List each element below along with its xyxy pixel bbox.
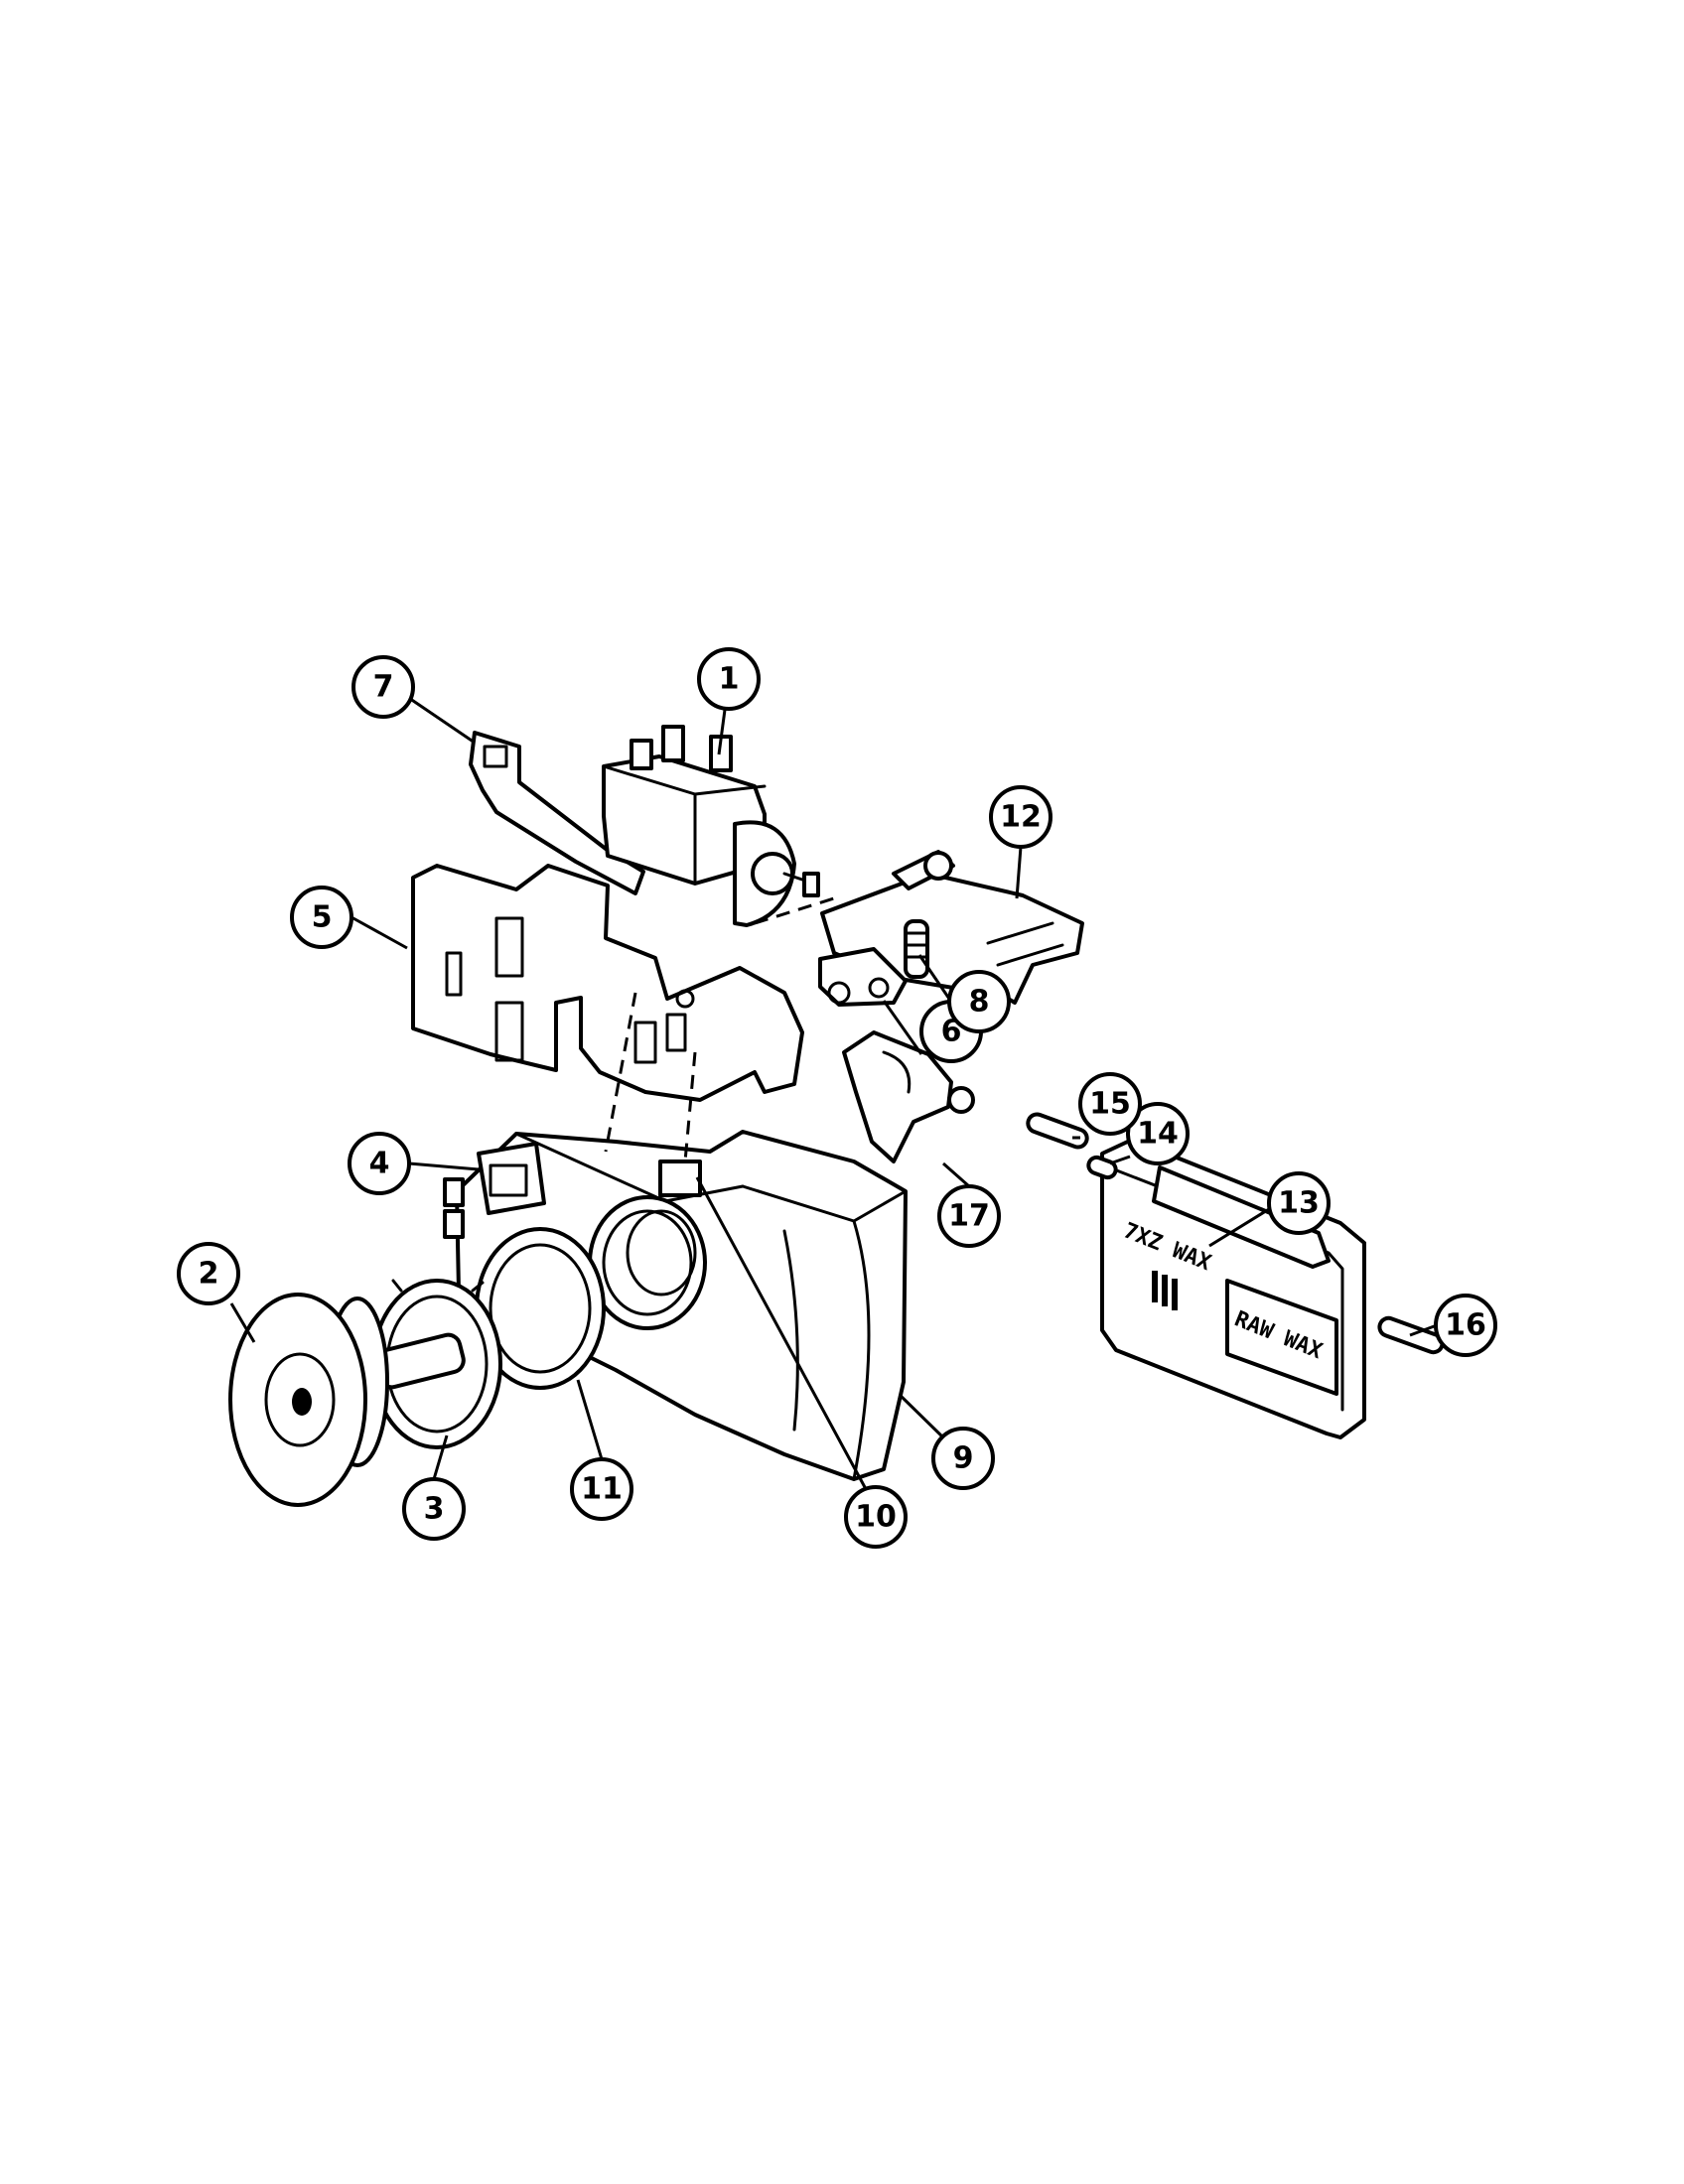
callout-9-label: 9: [953, 1441, 974, 1476]
callout-1-label: 1: [719, 662, 740, 697]
part-4-switch-button: [443, 1142, 546, 1239]
part-5-mounting-plate: [411, 864, 804, 1102]
callout-3: 3: [402, 1477, 466, 1541]
part-13-panel: 7XZ WAX RAW WAX: [1100, 1138, 1366, 1439]
callout-4: 4: [348, 1132, 411, 1195]
callout-16-label: 16: [1445, 1308, 1486, 1343]
part-1-switch: [602, 725, 820, 927]
callout-7: 7: [351, 655, 415, 719]
callout-4-label: 4: [369, 1147, 390, 1181]
part-14-pin: [1086, 1155, 1118, 1180]
callout-15: 15: [1078, 1072, 1142, 1136]
callout-5: 5: [290, 886, 353, 949]
callout-15-label: 15: [1089, 1087, 1131, 1122]
callout-12: 12: [989, 785, 1052, 849]
part-6-slide-plate: [818, 947, 908, 1007]
callout-9: 9: [931, 1427, 995, 1490]
part-9-main-housing: [455, 1130, 908, 1481]
part-7-bracket-strip: [469, 731, 645, 895]
callout-2: 2: [177, 1242, 240, 1305]
callout-8-label: 8: [969, 985, 990, 1020]
callout-13: 13: [1267, 1171, 1331, 1235]
callout-14: 14: [1126, 1102, 1190, 1165]
leader-lines: [229, 688, 1438, 1490]
callout-7-label: 7: [373, 670, 394, 705]
part-15-pin: [1026, 1112, 1089, 1150]
callout-16: 16: [1434, 1294, 1497, 1357]
part-8-spring: [904, 919, 929, 979]
callout-1: 1: [697, 647, 761, 711]
callout-17-label: 17: [948, 1199, 990, 1234]
callout-8: 8: [947, 970, 1011, 1033]
callout-13-label: 13: [1278, 1186, 1320, 1221]
callout-17: 17: [937, 1184, 1001, 1248]
callout-14-label: 14: [1137, 1117, 1179, 1152]
callout-12-label: 12: [1000, 800, 1042, 835]
callout-11-label: 11: [581, 1472, 623, 1507]
callout-2-label: 2: [199, 1257, 219, 1292]
callout-10-label: 10: [855, 1500, 897, 1535]
callout-3-label: 3: [424, 1492, 445, 1527]
part-17-latch: [842, 1030, 975, 1163]
callout-11: 11: [570, 1457, 633, 1521]
callout-10: 10: [844, 1485, 908, 1549]
callout-5-label: 5: [312, 900, 333, 935]
part-2-knob: [228, 1293, 466, 1507]
